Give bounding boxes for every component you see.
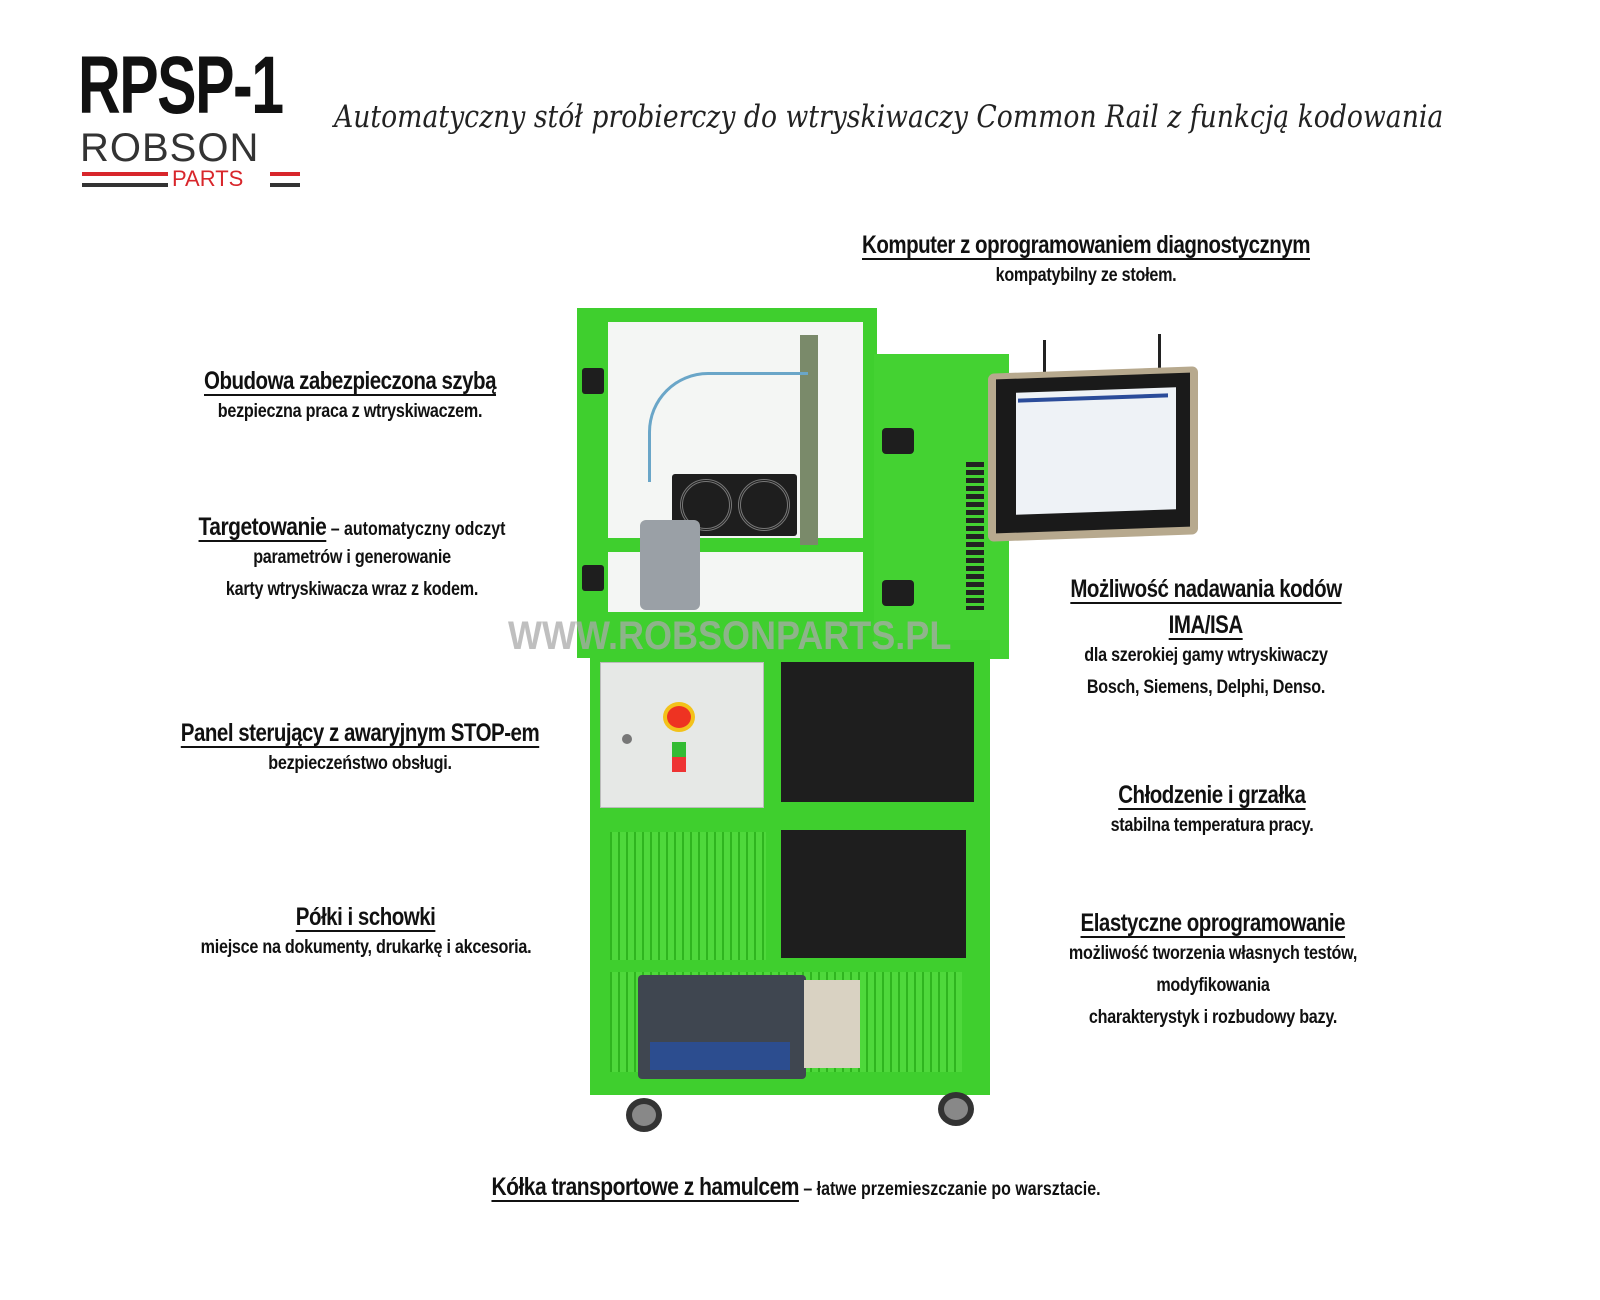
feature-housing: Obudowa zabezpieczona szybą bezpieczna p… bbox=[172, 366, 528, 428]
logo-stripe bbox=[82, 172, 168, 176]
feature-desc: stabilna temperatura pracy. bbox=[1110, 815, 1314, 836]
feature-desc: bezpieczna praca z wtryskiwaczem. bbox=[217, 401, 483, 422]
logo-sub: PARTS bbox=[172, 166, 244, 191]
feature-desc: Bosch, Siemens, Delphi, Denso. bbox=[1086, 677, 1326, 698]
feature-desc: modyfikowania bbox=[1156, 975, 1270, 996]
feature-desc: karty wtryskiwacza wraz z kodem. bbox=[225, 579, 479, 600]
tagline: Automatyczny stół probierczy do wtryskiw… bbox=[334, 99, 1444, 135]
feature-targeting: Targetowanie – automatyczny odczyt param… bbox=[169, 512, 534, 606]
feature-desc: możliwość tworzenia własnych testów, bbox=[1068, 943, 1358, 964]
feature-title: Kółka transportowe z hamulcem bbox=[491, 1173, 799, 1201]
feature-desc: dla szerokiej gamy wtryskiwaczy bbox=[1084, 645, 1328, 666]
feature-software: Elastyczne oprogramowanie możliwość twor… bbox=[1043, 908, 1382, 1034]
feature-desc: parametrów i generowanie bbox=[253, 547, 451, 568]
feature-desc: miejsce na dokumenty, drukarkę i akcesor… bbox=[200, 937, 532, 958]
logo-stripe bbox=[270, 183, 300, 187]
feature-title: Elastyczne oprogramowanie bbox=[1080, 909, 1346, 937]
feature-wheels: Kółka transportowe z hamulcem – łatwe pr… bbox=[433, 1172, 1158, 1202]
logo-stripe bbox=[270, 172, 300, 176]
logo-brand: ROBSON bbox=[80, 126, 260, 170]
feature-title: IMA/ISA bbox=[1168, 611, 1243, 639]
feature-title: Panel sterujący z awaryjnym STOP-em bbox=[180, 719, 540, 747]
feature-title: Możliwość nadawania kodów bbox=[1070, 575, 1342, 603]
feature-shelves: Półki i schowki miejsce na dokumenty, dr… bbox=[171, 902, 560, 964]
feature-title: Targetowanie bbox=[198, 513, 327, 541]
feature-coding: Możliwość nadawania kodów IMA/ISA dla sz… bbox=[1041, 574, 1372, 704]
feature-panel: Panel sterujący z awaryjnym STOP-em bezp… bbox=[141, 718, 578, 780]
logo-stripe bbox=[82, 183, 168, 187]
feature-desc: – automatyczny odczyt bbox=[326, 519, 506, 540]
feature-title: Obudowa zabezpieczona szybą bbox=[203, 367, 497, 395]
feature-desc: charakterystyk i rozbudowy bazy. bbox=[1088, 1007, 1338, 1028]
feature-desc: – łatwe przemieszczanie po warsztacie. bbox=[798, 1179, 1101, 1200]
feature-cooling: Chłodzenie i grzałka stabilna temperatur… bbox=[1093, 780, 1332, 842]
feature-desc: kompatybilny ze stołem. bbox=[995, 265, 1177, 286]
feature-title: Półki i schowki bbox=[296, 903, 436, 931]
feature-computer: Komputer z oprogramowaniem diagnostyczny… bbox=[813, 230, 1359, 292]
feature-title: Chłodzenie i grzałka bbox=[1118, 781, 1306, 809]
logo-model: RPSP-1 bbox=[78, 40, 284, 131]
feature-title: Komputer z oprogramowaniem diagnostyczny… bbox=[862, 231, 1310, 259]
feature-desc: bezpieczeństwo obsługi. bbox=[268, 753, 452, 774]
watermark: WWW.ROBSONPARTS.PL bbox=[508, 614, 952, 658]
